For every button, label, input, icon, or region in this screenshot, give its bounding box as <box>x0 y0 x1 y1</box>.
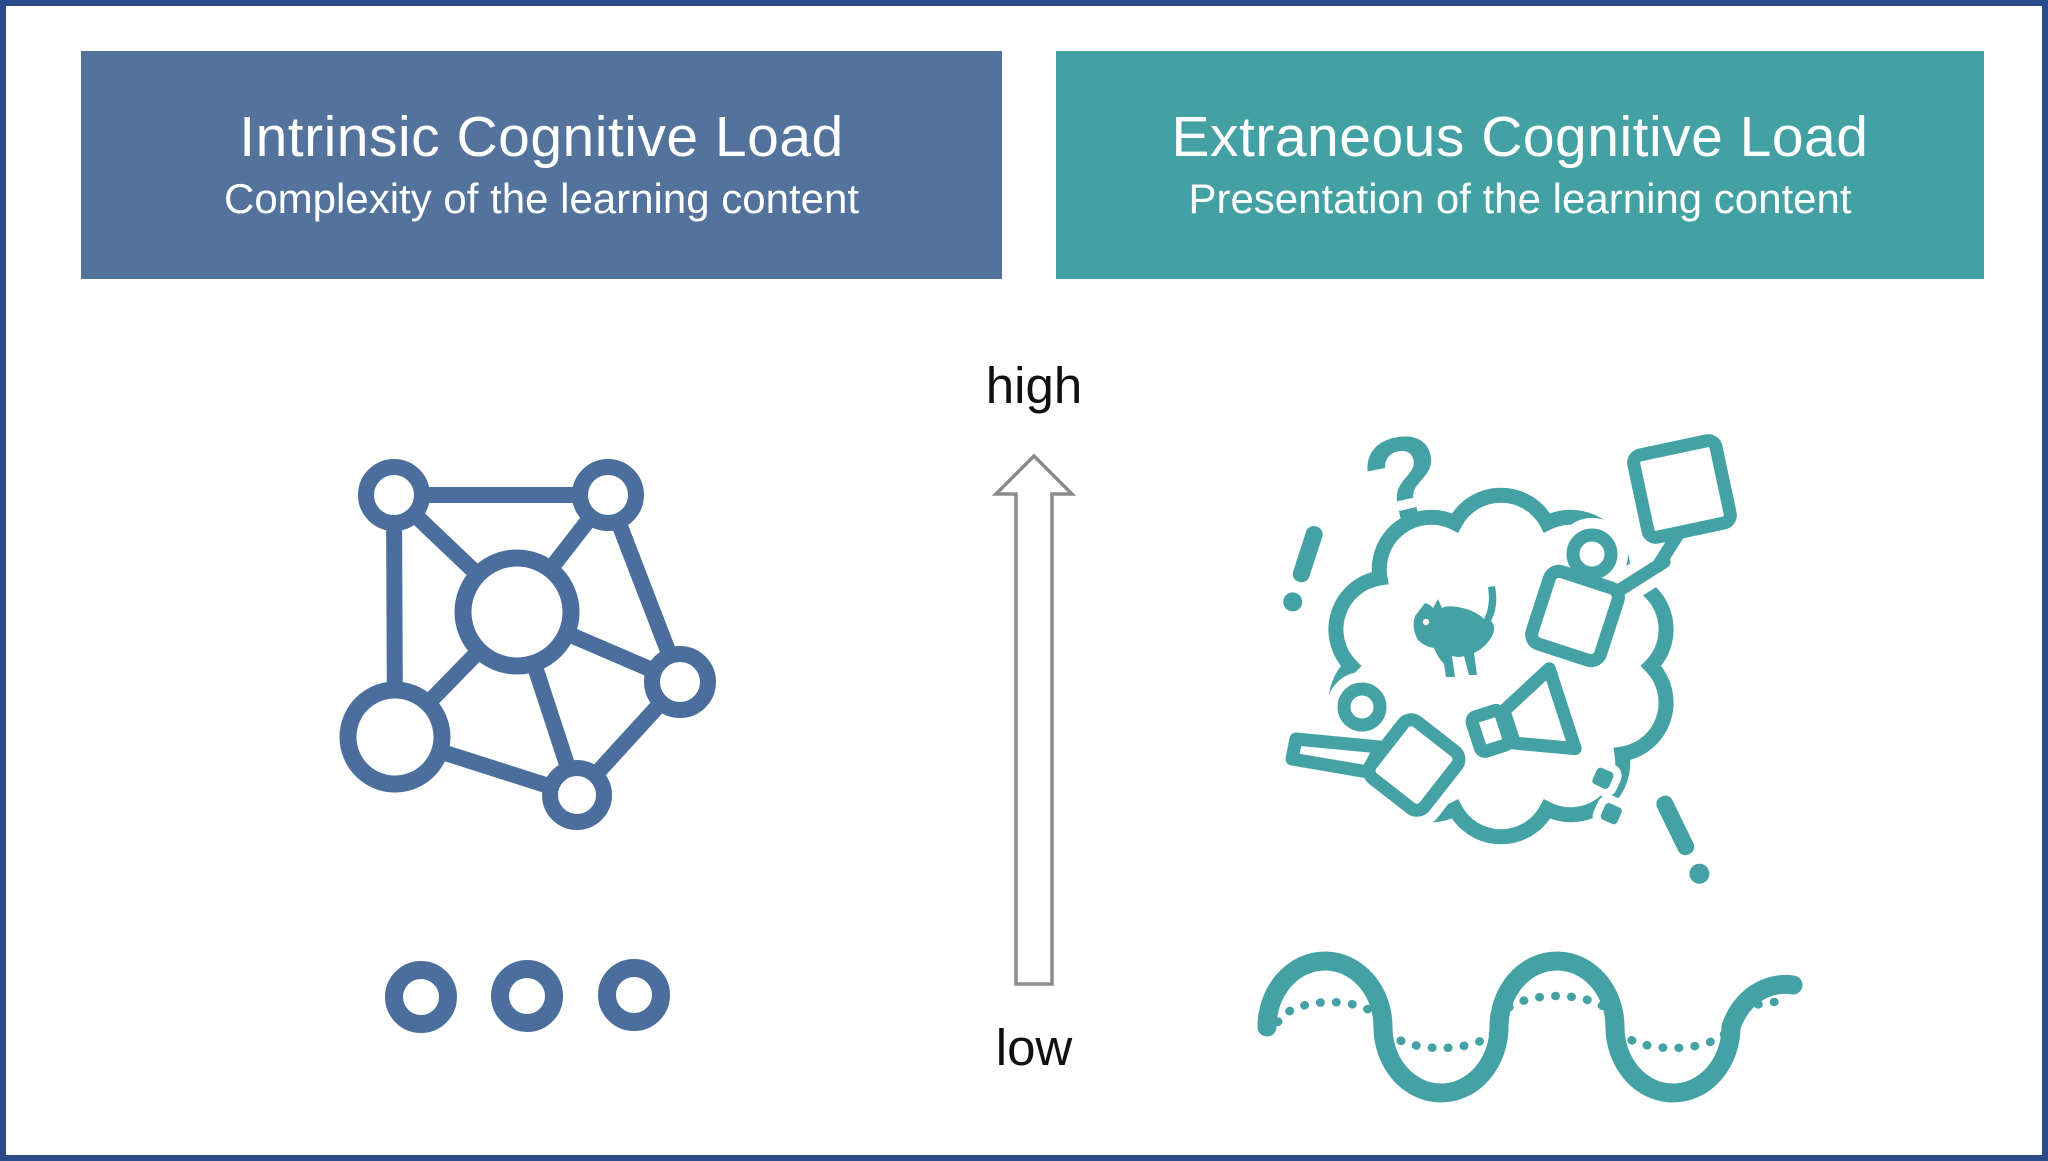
scale-low-label: low <box>995 1019 1073 1076</box>
question-mark-icon: ? <box>1350 411 1458 561</box>
confused-thought-cloud-icon: ? <box>1261 411 1751 911</box>
wave-solid-line <box>1257 951 1803 1103</box>
extraneous-load-header: Extraneous Cognitive Load Presentation o… <box>1056 51 1984 279</box>
network-nodes <box>339 459 716 830</box>
wave-dotted-line <box>1273 991 1791 1053</box>
intrinsic-load-header: Intrinsic Cognitive Load Complexity of t… <box>81 51 1002 279</box>
connected-nodes-network-icon <box>339 459 716 830</box>
sine-wave-icon <box>1257 951 1803 1103</box>
three-rings-icon <box>385 959 670 1033</box>
exclamation-mark-icon <box>1283 526 1323 612</box>
up-arrow-icon <box>991 453 1077 986</box>
intrinsic-illustration <box>339 459 716 1033</box>
intrinsic-load-title: Intrinsic Cognitive Load <box>239 104 844 169</box>
scale-high-label: high <box>985 357 1083 414</box>
extraneous-load-subtitle: Presentation of the learning content <box>1188 175 1852 223</box>
extraneous-load-title: Extraneous Cognitive Load <box>1171 104 1869 169</box>
cat-icon <box>1413 586 1497 677</box>
intrinsic-load-subtitle: Complexity of the learning content <box>223 175 860 223</box>
scale-arrow <box>991 453 1077 986</box>
